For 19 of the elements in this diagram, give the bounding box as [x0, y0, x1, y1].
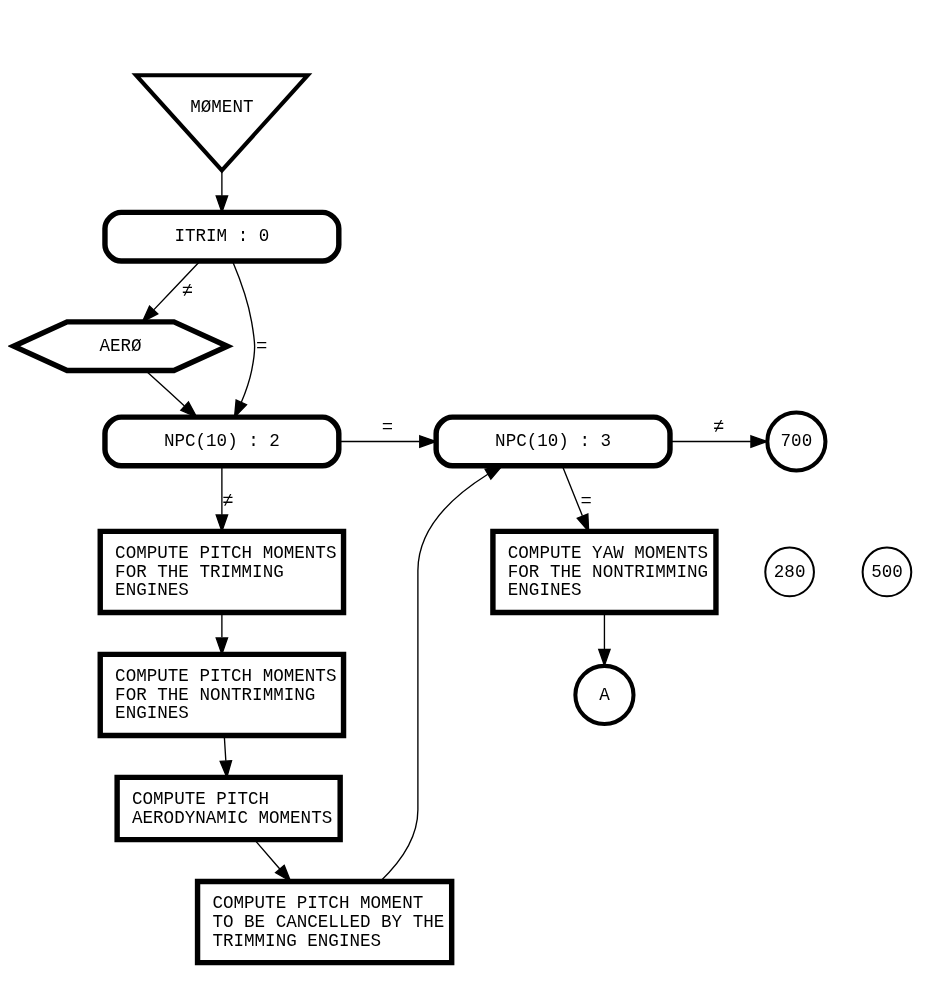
node-box: NPC(10) : 2: [102, 413, 342, 469]
node-circle: 500: [861, 546, 913, 597]
node-box: COMPUTE YAW MOMENTS FOR THE NONTRIMMING ENGINES: [490, 528, 719, 615]
node-box: COMPUTE PITCH MOMENT TO BE CANCELLED BY THE TRIMMING ENGINES: [194, 878, 455, 965]
edge-label: =: [381, 415, 394, 438]
node-box: COMPUTE PITCH MOMENTS FOR THE TRIMMING ENGINES: [97, 528, 347, 615]
node-box: COMPUTE PITCH AERODYNAMIC MOMENTS: [114, 774, 343, 842]
node-box: NPC(10) : 3: [433, 413, 673, 469]
node-circle: 700: [765, 409, 828, 473]
node-box: COMPUTE PITCH MOMENTS FOR THE NONTRIMMING ENGINES: [97, 651, 347, 738]
node-circle: A: [573, 663, 636, 726]
edge-label: =: [256, 334, 268, 357]
edge-label: ≠: [712, 415, 725, 438]
arrow: [141, 260, 201, 323]
node-box: ITRIM : 0: [102, 209, 342, 264]
node-circle: 280: [764, 546, 815, 597]
edge-label: ≠: [222, 489, 234, 512]
edge-label: ≠: [181, 279, 194, 302]
edge-label: =: [580, 489, 592, 512]
